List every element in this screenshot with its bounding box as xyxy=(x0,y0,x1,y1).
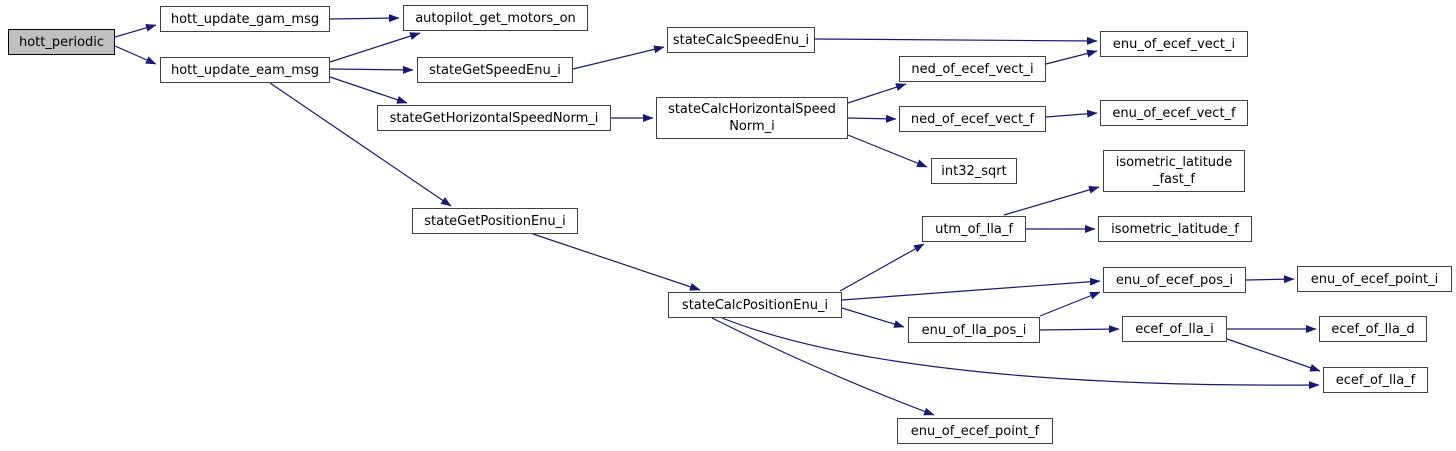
edge-stateCalcPositionEnu_i-ecef_of_lla_f xyxy=(721,317,1320,390)
node-hott_periodic: hott_periodic xyxy=(8,29,115,55)
edge-enu_of_lla_pos_i-ecef_of_lla_i xyxy=(1039,325,1120,334)
edge-hott_update_gam_msg-autopilot_get_motors_on xyxy=(329,14,400,23)
node-isometric_latitude_fast_f[interactable]: isometric_latitude _fast_f xyxy=(1103,150,1245,192)
node-ecef_of_lla_i[interactable]: ecef_of_lla_i xyxy=(1122,316,1227,342)
edge-ecef_of_lla_i-ecef_of_lla_f xyxy=(1226,338,1321,372)
edge-hott_periodic-hott_update_eam_msg xyxy=(114,45,157,65)
node-autopilot_get_motors_on[interactable]: autopilot_get_motors_on xyxy=(403,5,588,31)
node-hott_update_eam_msg[interactable]: hott_update_eam_msg xyxy=(160,57,330,83)
edge-stateCalcPositionEnu_i-enu_of_ecef_pos_i xyxy=(841,277,1101,301)
edge-hott_update_eam_msg-stateGetSpeedEnu_i xyxy=(329,65,414,74)
node-ecef_of_lla_d[interactable]: ecef_of_lla_d xyxy=(1319,316,1427,342)
edge-stateCalcSpeedEnu_i-enu_of_ecef_vect_i xyxy=(814,36,1098,45)
edge-stateCalcHorizontalSpeedNorm_i-ned_of_ecef_vect_f xyxy=(847,114,897,123)
edge-stateCalcHorizontalSpeedNorm_i-int32_sqrt xyxy=(847,134,928,168)
edge-ned_of_ecef_vect_i-enu_of_ecef_vect_i xyxy=(1045,49,1098,65)
edge-stateCalcPositionEnu_i-enu_of_lla_pos_i xyxy=(841,307,905,328)
node-ned_of_ecef_vect_f[interactable]: ned_of_ecef_vect_f xyxy=(899,106,1046,132)
node-stateGetHorizontalSpeedNorm_i[interactable]: stateGetHorizontalSpeedNorm_i xyxy=(377,105,611,131)
edge-stateCalcHorizontalSpeedNorm_i-ned_of_ecef_vect_i xyxy=(847,83,907,104)
node-enu_of_lla_pos_i[interactable]: enu_of_lla_pos_i xyxy=(908,317,1040,343)
node-ecef_of_lla_f[interactable]: ecef_of_lla_f xyxy=(1323,367,1428,393)
edge-stateCalcPositionEnu_i-utm_of_lla_f xyxy=(839,243,925,292)
node-stateGetSpeedEnu_i[interactable]: stateGetSpeedEnu_i xyxy=(417,57,573,83)
node-enu_of_ecef_point_f[interactable]: enu_of_ecef_point_f xyxy=(897,418,1053,444)
node-enu_of_ecef_vect_f[interactable]: enu_of_ecef_vect_f xyxy=(1100,100,1248,126)
edge-stateCalcPositionEnu_i-enu_of_ecef_point_f xyxy=(711,317,935,416)
node-stateCalcHorizontalSpeedNorm_i[interactable]: stateCalcHorizontalSpeed Norm_i xyxy=(656,97,848,139)
node-stateCalcPositionEnu_i[interactable]: stateCalcPositionEnu_i xyxy=(668,292,842,318)
edge-ned_of_ecef_vect_f-enu_of_ecef_vect_f xyxy=(1045,109,1098,118)
edge-hott_update_eam_msg-autopilot_get_motors_on xyxy=(329,32,421,63)
edge-utm_of_lla_f-isometric_latitude_fast_f xyxy=(1003,185,1100,216)
node-int32_sqrt[interactable]: int32_sqrt xyxy=(931,158,1017,184)
edge-stateGetPositionEnu_i-stateCalcPositionEnu_i xyxy=(532,233,701,291)
node-enu_of_ecef_pos_i[interactable]: enu_of_ecef_pos_i xyxy=(1103,267,1246,293)
edge-stateGetSpeedEnu_i-stateCalcSpeedEnu_i xyxy=(572,45,665,70)
node-stateCalcSpeedEnu_i[interactable]: stateCalcSpeedEnu_i xyxy=(667,27,815,53)
edge-enu_of_ecef_pos_i-enu_of_ecef_point_i xyxy=(1245,275,1295,284)
node-isometric_latitude_f[interactable]: isometric_latitude_f xyxy=(1098,216,1252,242)
edge-hott_update_eam_msg-stateGetHorizontalSpeedNorm_i xyxy=(329,76,408,104)
node-utm_of_lla_f[interactable]: utm_of_lla_f xyxy=(922,216,1026,242)
node-ned_of_ecef_vect_i[interactable]: ned_of_ecef_vect_i xyxy=(899,56,1046,82)
node-stateGetPositionEnu_i[interactable]: stateGetPositionEnu_i xyxy=(412,208,578,234)
node-hott_update_gam_msg[interactable]: hott_update_gam_msg xyxy=(160,6,330,32)
edge-hott_periodic-hott_update_gam_msg xyxy=(114,23,157,38)
edge-hott_update_eam_msg-stateGetPositionEnu_i xyxy=(269,82,452,207)
node-enu_of_ecef_point_i[interactable]: enu_of_ecef_point_i xyxy=(1297,266,1452,292)
node-enu_of_ecef_vect_i[interactable]: enu_of_ecef_vect_i xyxy=(1100,31,1248,57)
edge-enu_of_lla_pos_i-enu_of_ecef_pos_i xyxy=(1039,291,1101,317)
